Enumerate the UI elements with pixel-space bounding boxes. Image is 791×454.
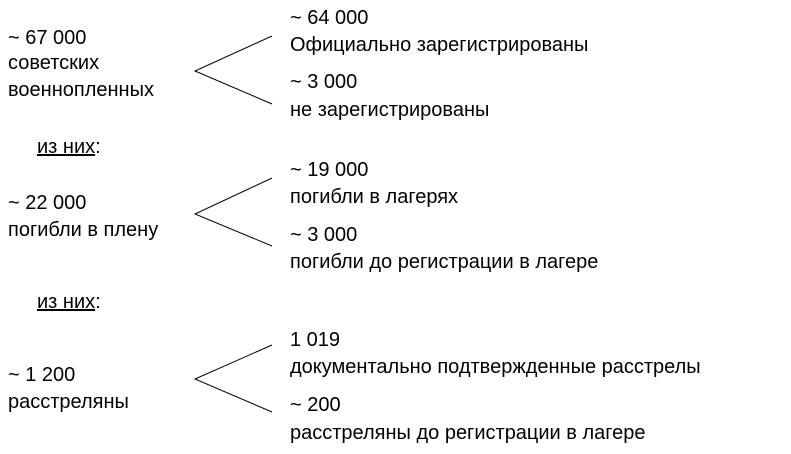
group1-label-line1: советских [8, 52, 100, 74]
group2-bottom-value: ~ 3 000 [290, 224, 358, 246]
group3-bottom-value: ~ 200 [290, 394, 341, 416]
branch-2 [193, 177, 273, 247]
group1-label-line2: военнопленных [8, 79, 154, 101]
branch-1 [193, 35, 273, 105]
group3-total: ~ 1 200 [8, 364, 76, 386]
group2-top-label: погибли в лагерях [290, 186, 459, 208]
group1-total: ~ 67 000 [8, 27, 87, 49]
branch-3 [193, 344, 273, 413]
group3-top-value: 1 019 [290, 329, 341, 351]
group2-bottom-label: погибли до регистрации в лагере [290, 251, 599, 273]
group1-top-label: Официально зарегистрированы [290, 34, 589, 56]
group3-top-label: документально подтвержденные расстрелы [290, 356, 701, 378]
group2-total: ~ 22 000 [8, 192, 87, 214]
group1-top-value: ~ 64 000 [290, 7, 369, 29]
separator-2: из них: [37, 291, 101, 313]
group2-top-value: ~ 19 000 [290, 159, 369, 181]
group3-label: расстреляны [8, 391, 129, 413]
group2-label: погибли в плену [8, 219, 159, 241]
group1-bottom-label: не зарегистрированы [290, 99, 490, 121]
group1-bottom-value: ~ 3 000 [290, 71, 358, 93]
group3-bottom-label: расстреляны до регистрации в лагере [290, 422, 646, 444]
separator-1: из них: [37, 136, 101, 158]
